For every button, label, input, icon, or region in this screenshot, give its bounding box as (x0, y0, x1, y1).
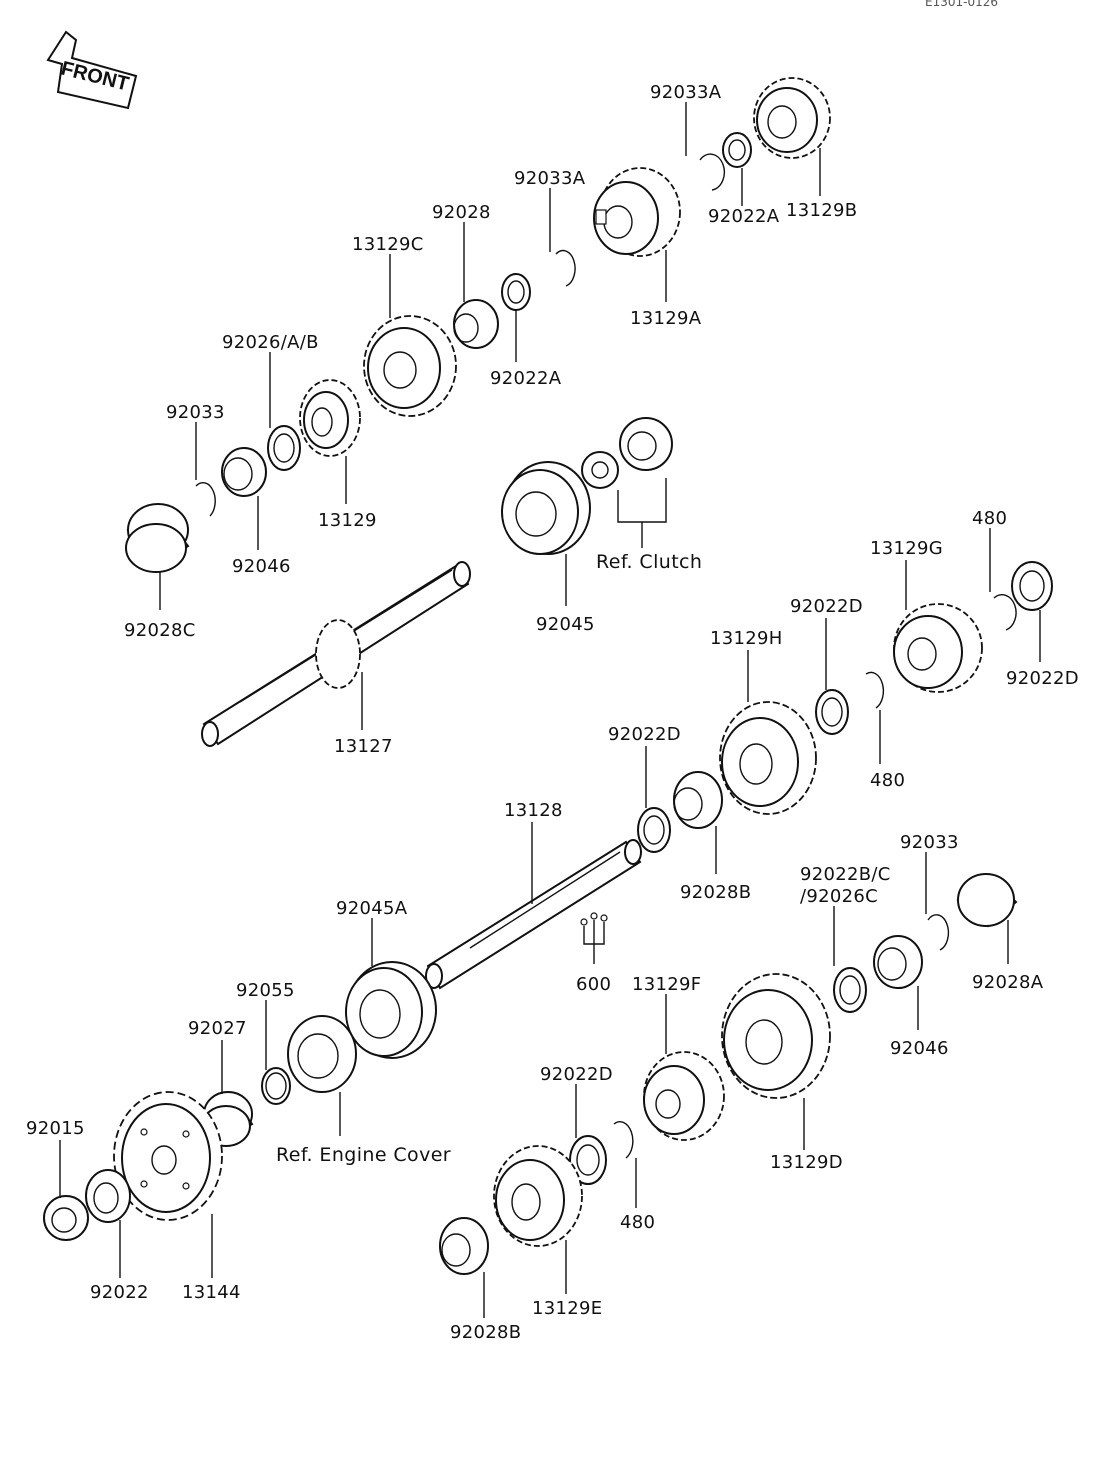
thrust-washer-92026 (267, 425, 301, 471)
label-92022d-c: 92022D (608, 724, 681, 745)
label-92022d-b: 92022D (1006, 668, 1079, 689)
label-92028a: 92028A (972, 972, 1044, 993)
label-92026ab: 92026/A/B (222, 332, 319, 353)
circlip-92033a-top (699, 153, 725, 191)
label-92028c: 92028C (124, 620, 196, 641)
label-92045: 92045 (536, 614, 595, 635)
front-arrow-icon: FRONT (46, 30, 138, 110)
ball-bearing-92045a (345, 961, 437, 1059)
label-92015: 92015 (26, 1118, 85, 1139)
oil-seal-engine-cover (287, 1015, 357, 1093)
label-92022a-right: 92022A (708, 206, 780, 227)
label-92055: 92055 (236, 980, 295, 1001)
label-92028b-bottom: 92028B (450, 1322, 521, 1343)
label-13128: 13128 (504, 800, 563, 821)
washer-92022d-left (637, 807, 671, 853)
lock-washer-92022 (85, 1169, 131, 1223)
gear-13129f (643, 1051, 725, 1141)
part-labels: 92033A 13129B 92022A 92033A 13129A 92028… (26, 82, 1079, 1343)
label-600: 600 (576, 974, 611, 995)
label-92033a-top: 92033A (650, 82, 722, 103)
bushing-92028 (453, 299, 499, 349)
collar-92028a (956, 873, 1018, 928)
gear-13129d (721, 973, 831, 1099)
circlip-480-mid (865, 671, 885, 709)
label-92022a-left: 92022A (490, 368, 562, 389)
label-92022: 92022 (90, 1282, 149, 1303)
label-480-top: 480 (972, 508, 1007, 529)
nut-92015 (43, 1195, 89, 1241)
label-92022d-d: 92022D (540, 1064, 613, 1085)
collar-92028c (125, 503, 190, 573)
toothed-washer-92022d-mid (815, 689, 849, 735)
label-92022bc: 92022B/C (800, 864, 891, 885)
toothed-washer-92022d-right (1011, 561, 1053, 611)
needle-bearing-92046-right (873, 935, 923, 989)
circlip-480-top (993, 594, 1017, 631)
label-13129f: 13129F (632, 974, 701, 995)
drive-shaft-13127 (201, 561, 471, 747)
label-92028: 92028 (432, 202, 491, 223)
toothed-washer-92022a-right (722, 132, 752, 168)
label-13129g: 13129G (870, 538, 943, 559)
sprocket-13144 (113, 1091, 223, 1221)
label-92033-top: 92033 (166, 402, 225, 423)
label-13129: 13129 (318, 510, 377, 531)
pins-600 (580, 912, 608, 926)
label-13129c: 13129C (352, 234, 424, 255)
toothed-washer-92022a-left (501, 273, 531, 311)
label-13127: 13127 (334, 736, 393, 757)
circlip-92033-top (195, 482, 216, 517)
output-shaft-13128 (425, 839, 642, 990)
label-480-mid: 480 (870, 770, 905, 791)
clutch-ref-bracket (617, 478, 667, 523)
gear-13129h (719, 701, 817, 815)
bushing-92028b-top (673, 771, 723, 829)
bushing-92028b-bottom (439, 1217, 489, 1275)
label-92046-right: 92046 (890, 1038, 949, 1059)
label-92045a: 92045A (336, 898, 408, 919)
label-92022d-a: 92022D (790, 596, 863, 617)
label-92028b-top: 92028B (680, 882, 751, 903)
label-13129d: 13129D (770, 1152, 843, 1173)
gear-13129b (753, 77, 831, 159)
label-92026c: /92026C (800, 886, 878, 907)
label-92046-top: 92046 (232, 556, 291, 577)
washer-92022d-bottom (569, 1135, 607, 1185)
circlip-92033-right (927, 914, 950, 951)
diagram-code: E1301-0126 (925, 0, 998, 9)
o-ring-92055 (261, 1067, 291, 1105)
ball-bearing-92045 (501, 461, 591, 555)
ref-engine-cover-label: Ref. Engine Cover (276, 1144, 451, 1166)
label-13129h: 13129H (710, 628, 783, 649)
leader-lines (59, 102, 1041, 1318)
washer-92022bc (833, 967, 867, 1013)
gear-13129 (299, 379, 361, 457)
gear-13129g (893, 603, 983, 693)
label-92033-right: 92033 (900, 832, 959, 853)
label-13129a: 13129A (630, 308, 702, 329)
label-92027: 92027 (188, 1018, 247, 1039)
clutch-washer (581, 451, 619, 489)
label-13129b: 13129B (786, 200, 857, 221)
gear-13129a (593, 167, 681, 257)
clutch-nut (619, 417, 673, 471)
circlip-480-bottom (613, 1121, 634, 1159)
needle-bearing-92046-top (221, 447, 267, 497)
ref-clutch-label: Ref. Clutch (596, 551, 702, 573)
label-92033a-mid: 92033A (514, 168, 586, 189)
label-13129e: 13129E (532, 1298, 602, 1319)
label-13144: 13144 (182, 1282, 241, 1303)
label-480-bottom: 480 (620, 1212, 655, 1233)
gear-13129c (363, 315, 457, 417)
gear-13129e (493, 1145, 583, 1247)
circlip-92033a-mid (555, 249, 576, 287)
